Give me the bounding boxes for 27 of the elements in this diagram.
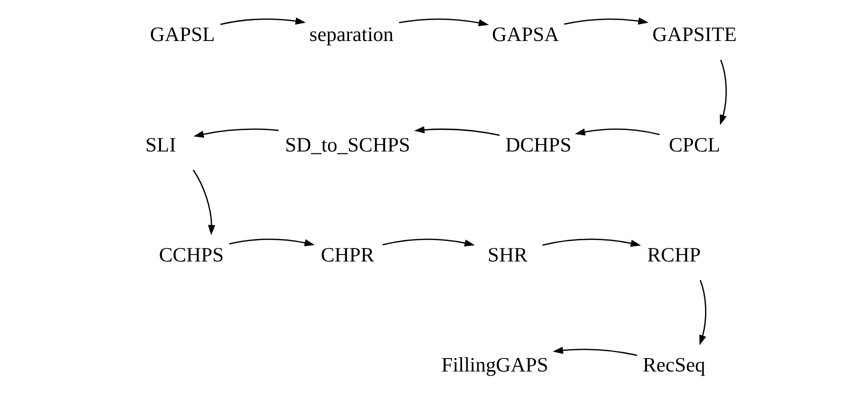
node-text: GAPSITE (652, 24, 736, 46)
node-text: RecSeq (642, 354, 705, 377)
arrow (414, 126, 500, 136)
node-text: CHPR (320, 244, 374, 266)
node-text: SD_to_SCHPS (284, 134, 410, 156)
arrow (192, 170, 215, 236)
arrow (220, 18, 306, 25)
node-text: GAPSL (150, 24, 214, 46)
arrow (719, 60, 726, 126)
node-text: SHR (487, 244, 528, 266)
node-text: CCHPS (158, 244, 224, 266)
node-text: SLI (144, 134, 176, 156)
node-text: GAPSA (491, 24, 559, 46)
arrow (228, 238, 314, 246)
arrow (564, 17, 648, 25)
node-text: RCHP (646, 244, 700, 266)
node-text: separation (308, 24, 393, 46)
arrow (398, 18, 488, 26)
arrow (698, 280, 706, 346)
node-text: FillingGAPS (440, 354, 548, 377)
arrow (542, 238, 640, 247)
arrow (382, 238, 474, 246)
node-text: DCHPS (504, 134, 571, 156)
arrow (192, 128, 278, 138)
arrow (574, 128, 660, 136)
arrow (552, 346, 637, 356)
node-text: CPCL (668, 134, 720, 156)
